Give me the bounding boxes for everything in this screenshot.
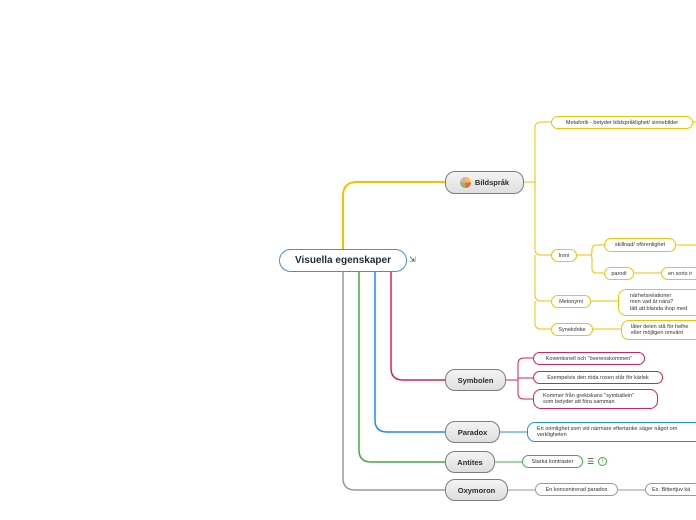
topic-bildsprak[interactable]: Bildspråk (445, 171, 524, 194)
branch-bildsprak (342, 181, 445, 260)
leaf-oxymoron-example[interactable]: Ex. Bittertjuv kä (645, 483, 696, 496)
branch-oxymoron (342, 268, 445, 491)
line-synekdoke (534, 301, 551, 330)
line-ironi-parodi (589, 254, 604, 274)
root-node[interactable]: Visuella egenskaper (279, 249, 407, 272)
notes-icon[interactable]: ☰ (587, 457, 595, 466)
branch-paradox (374, 268, 445, 433)
leaf-metaforik[interactable]: Metaforik - betyder bildspråklighet/ sin… (551, 116, 693, 129)
leaf-parodi[interactable]: parodi (604, 267, 634, 280)
branch-symbolen (390, 268, 445, 381)
topic-bildsprak-label: Bildspråk (474, 178, 510, 187)
topic-symbolen[interactable]: Symbolen (445, 369, 506, 391)
topic-paradox[interactable]: Paradox (445, 421, 500, 443)
leaf-en-sorts[interactable]: en sorts ir (661, 267, 696, 280)
line-metaforik (534, 121, 551, 182)
leaf-symbolen-grekiskan[interactable]: Kommer från grekiskans "symballein" som … (533, 389, 658, 409)
branch-antites (358, 268, 445, 463)
leaf-skillnad[interactable]: skillnad/ oförenlighet (604, 238, 676, 252)
line-ironi-skillnad (577, 244, 604, 256)
leaf-symbolen-rosen[interactable]: Exempelvis den röda rosen står för kärle… (533, 371, 663, 384)
root-label: Visuella egenskaper (295, 255, 391, 266)
line-ironi (534, 182, 551, 256)
leaf-symbolen-konventionell[interactable]: Koventionell och "överenskommen" (533, 352, 645, 365)
leaf-synekdoke-desc[interactable]: låter delen stå för helhe eller möjligen… (621, 320, 696, 340)
info-icon[interactable]: ! (598, 457, 607, 466)
leaf-paradox-desc[interactable]: En orimlighet som vid närmare eftertanke… (527, 422, 696, 442)
leaf-synekdoke[interactable]: Synekdoke (551, 323, 593, 336)
leaf-antites-desc[interactable]: Starka kontraster (522, 455, 583, 468)
line-metonymi (534, 255, 551, 302)
line-symbolen-1 (517, 357, 533, 380)
topic-oxymoron[interactable]: Oxymoron (445, 479, 508, 501)
leaf-ironi[interactable]: Ironi (551, 249, 577, 262)
leaf-metonymi[interactable]: Metonymi (551, 295, 591, 308)
topic-antites[interactable]: Antites (445, 451, 495, 473)
line-symbolen-3 (517, 380, 533, 400)
palette-icon (459, 177, 471, 188)
leaf-metonymi-desc[interactable]: närhetsrelationer men vad är nära? lätt … (618, 289, 696, 316)
collapse-arrows-icon[interactable]: ⇲ (409, 255, 416, 264)
leaf-oxymoron-desc[interactable]: En koncentrerad paradox (535, 483, 618, 496)
